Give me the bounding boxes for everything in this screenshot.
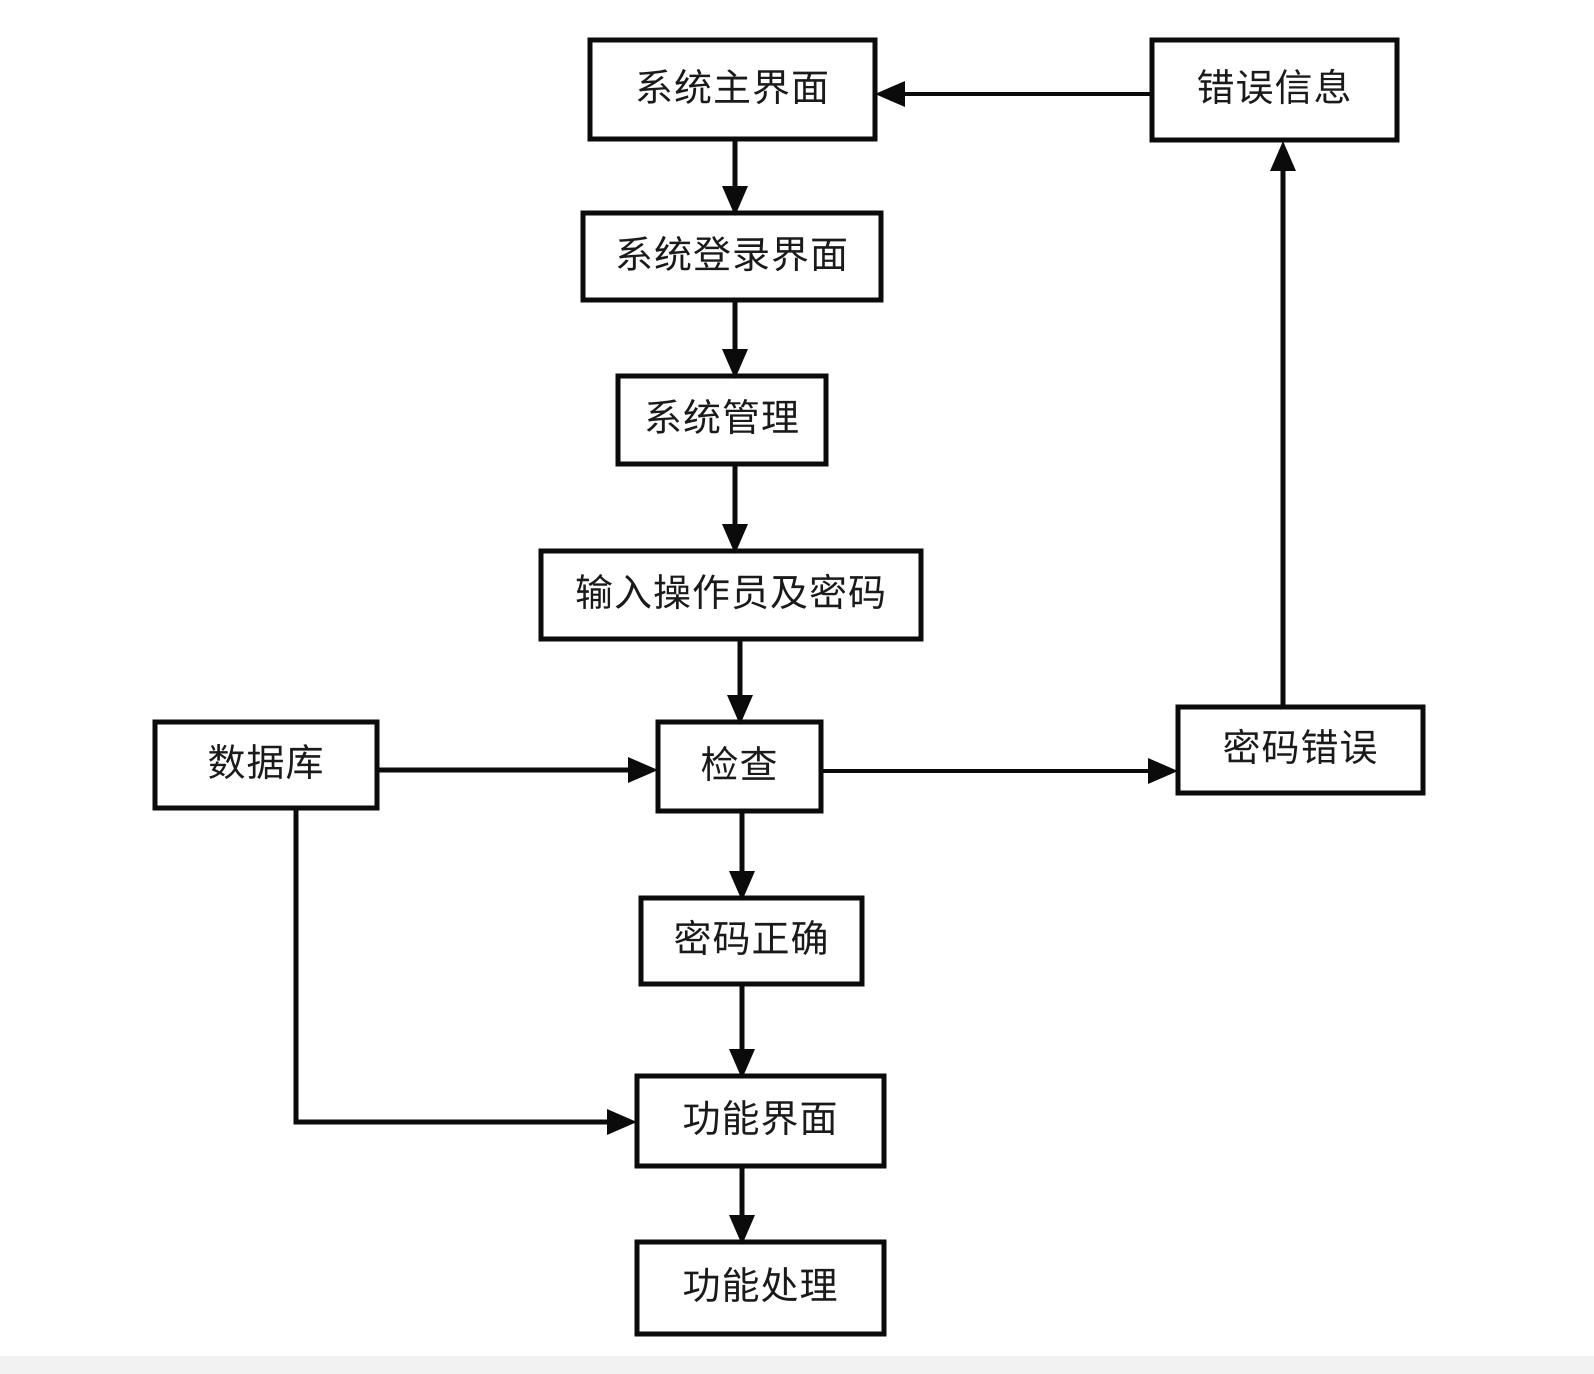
edge-error-info-to-main-ui	[875, 81, 1152, 107]
node-box-error-info[interactable]	[1149, 37, 1400, 143]
node-label-login-ui: 系统登录界面	[614, 234, 849, 277]
edge-login-ui-to-sys-manage	[722, 300, 748, 379]
node-label-database: 数据库	[207, 743, 325, 786]
node-box-main-ui[interactable]	[587, 37, 878, 142]
page-bottom-strip	[0, 1356, 1594, 1374]
edge-pwd-correct-to-func-ui	[729, 984, 755, 1079]
node-box-pwd-wrong[interactable]	[1175, 704, 1426, 796]
node-label-check: 检查	[700, 744, 779, 787]
node-label-input-cred: 输入操作员及密码	[574, 573, 887, 616]
edge-database-to-func-ui	[293, 808, 637, 1135]
node-label-pwd-correct: 密码正确	[673, 919, 830, 962]
node-label-pwd-wrong: 密码错误	[1222, 728, 1379, 771]
node-box-input-cred[interactable]	[538, 548, 924, 642]
node-label-func-ui: 功能界面	[682, 1099, 839, 1142]
node-label-error-info: 错误信息	[1196, 68, 1353, 111]
edge-check-to-pwd-correct	[729, 811, 755, 901]
edge-sys-manage-to-input-cred	[722, 464, 748, 554]
edge-func-ui-to-func-process	[729, 1166, 755, 1245]
node-box-sys-manage[interactable]	[615, 373, 829, 467]
node-box-func-process[interactable]	[634, 1239, 887, 1337]
node-box-login-ui[interactable]	[580, 210, 884, 303]
node-box-func-ui[interactable]	[634, 1073, 887, 1169]
node-box-pwd-correct[interactable]	[638, 895, 865, 987]
edge-pwd-wrong-to-error-info	[1270, 141, 1296, 707]
edge-check-to-pwd-wrong	[821, 758, 1178, 784]
node-box-database[interactable]	[152, 719, 380, 811]
node-label-sys-manage: 系统管理	[643, 398, 800, 441]
edge-main-ui-to-login-ui	[722, 139, 748, 216]
edge-database-to-check	[377, 757, 658, 783]
node-label-func-process: 功能处理	[682, 1266, 839, 1309]
node-label-main-ui: 系统主界面	[634, 67, 830, 110]
edge-input-cred-to-check	[727, 639, 753, 725]
